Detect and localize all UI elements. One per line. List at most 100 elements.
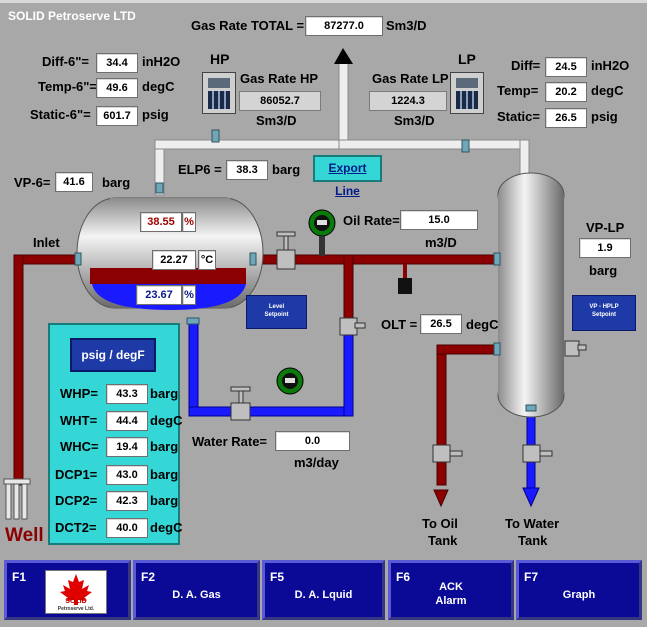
water-tank-arrow-icon bbox=[522, 487, 540, 508]
temp6-value: 49.6 bbox=[96, 78, 138, 98]
vp-hplp-setpoint-button[interactable]: VP - HPLP Setpoint bbox=[572, 295, 636, 331]
f7-button[interactable]: F7 Graph bbox=[516, 560, 642, 620]
wellhead bbox=[3, 478, 31, 520]
static6-value: 601.7 bbox=[96, 106, 138, 126]
olt-label: OLT = bbox=[381, 317, 418, 332]
whp-label: WHP= bbox=[60, 386, 98, 401]
whc-label: WHC= bbox=[60, 439, 99, 454]
whp-unit: barg bbox=[150, 386, 179, 401]
vp-lp-unit: barg bbox=[589, 263, 618, 278]
wellhead-panel: psig / degF WHP= 43.3 barg WHT= 44.4 deg… bbox=[48, 323, 183, 545]
water-rate-value: 0.0 bbox=[275, 431, 350, 451]
dct2-value: 40.0 bbox=[106, 518, 148, 538]
f6-action-label: ACK Alarm bbox=[435, 581, 467, 607]
gas-rate-hp-unit: Sm3/D bbox=[256, 113, 297, 128]
static6-label: Static-6"= bbox=[30, 107, 91, 122]
hp-title: HP bbox=[210, 51, 230, 67]
lp-static-value: 26.5 bbox=[545, 108, 587, 128]
oil-tank-arrow-icon bbox=[433, 489, 449, 508]
flanges bbox=[74, 129, 537, 412]
level-setpoint-button[interactable]: Level Setpoint bbox=[246, 295, 307, 329]
elp6-value: 38.3 bbox=[226, 160, 268, 180]
temp6-label: Temp-6"= bbox=[38, 79, 98, 94]
water-tank-label-line1: To Water bbox=[505, 516, 560, 531]
well-label: Well bbox=[5, 525, 44, 546]
level-setpoint-line1: Level bbox=[268, 304, 285, 310]
diff6-value: 34.4 bbox=[96, 53, 138, 73]
elp6-label: ELP6 = bbox=[178, 162, 222, 177]
dcp2-unit: barg bbox=[150, 493, 179, 508]
vp-lp-label: VP-LP bbox=[586, 220, 625, 235]
whc-unit: barg bbox=[150, 439, 179, 454]
temp6-unit: degC bbox=[142, 79, 175, 94]
gas-outlet-arrow-icon bbox=[334, 48, 353, 64]
water-rate-label: Water Rate= bbox=[192, 434, 268, 449]
f6-button[interactable]: F6 ACK Alarm bbox=[388, 560, 514, 620]
hp-flow-computer-icon bbox=[202, 72, 236, 114]
vp6-label: VP-6= bbox=[14, 175, 51, 190]
vp-hplp-setpoint-line1: VP - HPLP bbox=[589, 304, 619, 310]
water-rate-unit: m3/day bbox=[294, 455, 339, 470]
gas-total-value: 87277.0 bbox=[305, 16, 383, 36]
dcp1-unit: barg bbox=[150, 467, 179, 482]
lp-separator-vessel bbox=[497, 172, 565, 418]
lp-diff-unit: inH2O bbox=[591, 58, 630, 73]
flow-gauges bbox=[276, 209, 336, 395]
vp6-unit: barg bbox=[102, 175, 131, 190]
gas-total-label: Gas Rate TOTAL = bbox=[191, 18, 305, 33]
export-line-button[interactable]: Export Line bbox=[313, 155, 382, 198]
separator-temp-value: 22.27 bbox=[152, 250, 196, 270]
function-key-bar: F1 SOLID Petroserve Ltd. F2 D. A. Gas F5… bbox=[0, 556, 647, 627]
f5-button[interactable]: F5 D. A. Lquid bbox=[262, 560, 385, 620]
lp-static-unit: psig bbox=[591, 109, 618, 124]
dct2-unit: degC bbox=[150, 520, 183, 535]
dcp2-label: DCP2= bbox=[55, 493, 98, 508]
f2-key-label: F2 bbox=[141, 570, 156, 584]
gas-rate-lp-value: 1224.3 bbox=[369, 91, 447, 111]
f1-button[interactable]: F1 SOLID Petroserve Ltd. bbox=[4, 560, 131, 620]
process-diagram bbox=[0, 0, 647, 520]
solid-logo: SOLID Petroserve Ltd. bbox=[45, 570, 107, 614]
lp-diff-value: 24.5 bbox=[545, 57, 587, 77]
lp-temp-unit: degC bbox=[591, 83, 624, 98]
dcp1-label: DCP1= bbox=[55, 467, 98, 482]
vp-hplp-setpoint-line2: Setpoint bbox=[592, 312, 616, 318]
diff6-unit: inH2O bbox=[142, 54, 181, 69]
dct2-label: DCT2= bbox=[55, 520, 97, 535]
app-title: SOLID Petroserve LTD bbox=[8, 9, 136, 23]
f1-key-label: F1 bbox=[12, 570, 27, 584]
lp-title: LP bbox=[458, 51, 476, 67]
lp-temp-label: Temp= bbox=[497, 83, 539, 98]
f5-key-label: F5 bbox=[270, 570, 285, 584]
whc-value: 19.4 bbox=[106, 437, 148, 457]
level-setpoint-line2: Setpoint bbox=[264, 312, 289, 318]
separator-temp-unit: °C bbox=[198, 250, 216, 270]
vp-lp-value: 1.9 bbox=[579, 238, 631, 258]
psig-degf-button[interactable]: psig / degF bbox=[70, 338, 156, 372]
olt-unit: degC bbox=[466, 317, 499, 332]
gas-rate-hp-value: 86052.7 bbox=[239, 91, 321, 111]
f5-action-label: D. A. Lquid bbox=[294, 589, 353, 601]
oil-rate-value: 15.0 bbox=[400, 210, 478, 230]
f2-action-label: D. A. Gas bbox=[172, 589, 221, 601]
logo-text-solid: SOLID bbox=[65, 598, 87, 605]
gas-rate-lp-unit: Sm3/D bbox=[394, 113, 435, 128]
separator-level-bottom-value: 23.67 bbox=[136, 285, 182, 305]
diff6-label: Diff-6"= bbox=[42, 54, 89, 69]
gas-total-unit: Sm3/D bbox=[386, 18, 427, 33]
dcp2-value: 42.3 bbox=[106, 491, 148, 511]
gas-pipes bbox=[154, 59, 530, 196]
gas-rate-hp-label: Gas Rate HP bbox=[240, 71, 319, 86]
wht-value: 44.4 bbox=[106, 411, 148, 431]
oil-rate-label: Oil Rate= bbox=[343, 213, 400, 228]
hp-separator-vessel bbox=[76, 197, 264, 310]
dcp1-value: 43.0 bbox=[106, 465, 148, 485]
oil-tank-label-line1: To Oil bbox=[422, 516, 458, 531]
top-border bbox=[0, 0, 647, 3]
olt-value: 26.5 bbox=[420, 314, 462, 334]
static6-unit: psig bbox=[142, 107, 169, 122]
f2-button[interactable]: F2 D. A. Gas bbox=[133, 560, 260, 620]
wht-unit: degC bbox=[150, 413, 183, 428]
f6-key-label: F6 bbox=[396, 570, 411, 584]
oil-rate-unit: m3/D bbox=[425, 235, 457, 250]
